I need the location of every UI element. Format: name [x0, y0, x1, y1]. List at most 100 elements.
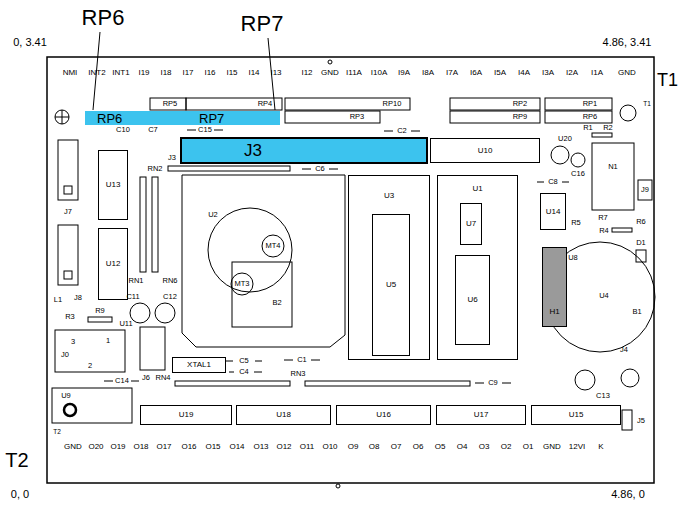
part-name: RP7 — [199, 112, 224, 125]
capacitor-outline — [575, 370, 595, 390]
part-label: C5 — [239, 357, 249, 365]
part-label: J9 — [641, 186, 649, 194]
pin-label: O17 — [156, 443, 171, 451]
part-name: U10 — [478, 147, 493, 155]
pin-label: I8A — [422, 69, 434, 77]
part-name: RP6 — [97, 112, 122, 125]
part-label: R6 — [636, 218, 646, 226]
component-box: U3U5 — [348, 175, 430, 360]
part-label: RP10 — [383, 100, 402, 108]
coordinate-label: 0, 0 — [11, 489, 29, 500]
part-label: 3 — [71, 338, 75, 346]
pin-label: I17 — [182, 69, 193, 77]
pin-label: GND — [321, 69, 339, 77]
component-box: U13 — [98, 150, 128, 220]
part-label: B1 — [632, 308, 641, 316]
part-label: U20 — [558, 135, 572, 143]
u9-hole — [64, 404, 76, 416]
pin-label: I2A — [566, 69, 578, 77]
pin-label: INT2 — [88, 69, 105, 77]
pin-label: I11A — [346, 69, 362, 77]
part-label: 2 — [88, 362, 92, 370]
component-box: U5 — [372, 214, 410, 356]
part-name: U14 — [546, 208, 561, 216]
part-label: R3 — [65, 313, 75, 321]
part-label: C1 — [297, 356, 307, 364]
part-label: C4 — [239, 368, 249, 376]
pin-label: 12VI — [569, 443, 585, 451]
highlighted-part: RP6 — [85, 111, 185, 125]
capacitor-symbols — [104, 130, 569, 383]
part-label: C16 — [571, 170, 585, 178]
part-label: RN1 — [128, 277, 143, 285]
part-label: RP3 — [350, 113, 365, 121]
callout-label: RP6 — [82, 7, 125, 29]
part-label: MT4 — [266, 242, 281, 250]
part-name: U15 — [569, 411, 584, 419]
part-name: J3 — [244, 142, 262, 159]
part-name: U5 — [386, 281, 396, 289]
part-label: RP2 — [513, 100, 528, 108]
part-name: U6 — [467, 296, 477, 304]
pin-label: I15 — [226, 69, 237, 77]
resistor-network — [152, 177, 158, 272]
coordinate-label: 4.86, 0 — [611, 489, 645, 500]
part-label: L1 — [54, 296, 62, 304]
pin-label: I1A — [591, 69, 603, 77]
resistor-symbol — [612, 228, 632, 232]
tick-mark — [336, 484, 340, 488]
part-label: RN6 — [162, 277, 177, 285]
resistor-network — [305, 381, 470, 386]
part-label: R5 — [571, 219, 581, 227]
pin-label: GND — [543, 443, 561, 451]
pin-label: I12 — [301, 69, 312, 77]
pin-label: I18 — [160, 69, 171, 77]
pin-label: GND — [64, 443, 82, 451]
pin-label: O15 — [205, 443, 220, 451]
tick-mark — [328, 60, 332, 64]
pin-label: I4A — [518, 69, 530, 77]
board-outline — [47, 57, 654, 483]
part-name: U1 — [472, 185, 482, 193]
pin-label: I5A — [494, 69, 506, 77]
pin-label: I16 — [204, 69, 215, 77]
part-label: C7 — [148, 126, 158, 134]
part-label: N1 — [608, 163, 618, 171]
part-label: R2 — [603, 124, 613, 132]
part-label: RP1 — [583, 100, 598, 108]
component-box: U7 — [460, 203, 482, 245]
part-label: RP6 — [583, 113, 598, 121]
part-label: C13 — [596, 392, 610, 400]
part-label: RN2 — [147, 165, 162, 173]
capacitor-outline — [130, 303, 150, 323]
part-label: R9 — [95, 307, 105, 315]
highlighted-part: RP7 — [185, 111, 280, 125]
part-label: C15 — [198, 126, 212, 134]
part-name: U7 — [466, 220, 476, 228]
pin-label: O20 — [88, 443, 103, 451]
pin-label: O11 — [300, 443, 315, 451]
component-box: H1 — [542, 247, 567, 327]
part-label: U4 — [599, 292, 609, 300]
coordinate-label: 0, 3.41 — [13, 37, 47, 48]
component-box: U18 — [236, 405, 331, 425]
pin-label: O2 — [501, 443, 512, 451]
part-label: RP9 — [513, 113, 528, 121]
pin-label: I13 — [270, 69, 281, 77]
part-label: J4 — [620, 346, 628, 354]
part-label: U2 — [208, 211, 218, 219]
highlighted-part: J3 — [180, 137, 428, 164]
pin-label: O8 — [369, 443, 380, 451]
part-outline — [140, 327, 165, 370]
part-label: J5 — [637, 417, 645, 425]
part-label: MT3 — [235, 280, 250, 288]
resistor-symbol — [88, 317, 112, 322]
component-box: U19 — [140, 405, 232, 425]
part-label: C9 — [488, 379, 498, 387]
part-name: U19 — [179, 411, 194, 419]
part-label: C10 — [116, 126, 130, 134]
pin-label: I14 — [248, 69, 259, 77]
pin-label: INT1 — [112, 69, 129, 77]
capacitor-outline — [571, 153, 585, 167]
mounting-hole — [621, 369, 639, 387]
